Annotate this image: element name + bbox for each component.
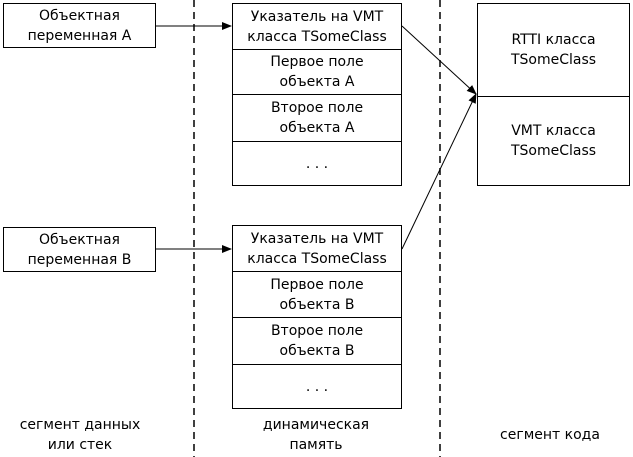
heap-segment-label: динамическая память [262, 417, 370, 453]
object-variable-a-label: Объектная переменная А [27, 7, 132, 44]
object-a-vmt-pointer-label: Указатель на VMT класса TSomeClass [247, 8, 387, 45]
arrow-object-b-to-vmt [401, 93, 477, 250]
object-variable-b-label: Объектная переменная В [27, 231, 132, 268]
object-b-instance: Указатель на VMT класса TSomeClass Перво… [232, 225, 402, 409]
object-a-field-1-label: Первое поле объекта А [270, 54, 364, 90]
code-segment-class-info: RTTI класса TSomeClass VMT класса TSomeC… [477, 3, 630, 186]
rtti-block: RTTI класса TSomeClass [478, 4, 629, 96]
object-b-vmt-pointer: Указатель на VMT класса TSomeClass [233, 226, 401, 271]
object-a-field-2-label: Второе поле объекта А [270, 100, 364, 136]
vmt-block-label: VMT класса TSomeClass [510, 123, 597, 159]
object-a-vmt-pointer: Указатель на VMT класса TSomeClass [233, 4, 401, 49]
vmt-block: VMT класса TSomeClass [478, 96, 629, 185]
object-b-ellipsis-label: . . . [305, 378, 329, 395]
object-b-field-1-label: Первое поле объекта В [270, 276, 364, 313]
object-a-ellipsis-label: . . . [305, 155, 329, 172]
object-b-field-2: Второе поле объекта В [233, 317, 401, 364]
object-b-vmt-pointer-label: Указатель на VMT класса TSomeClass [247, 230, 387, 267]
object-variable-b: Объектная переменная В [3, 227, 156, 272]
object-b-ellipsis: . . . [233, 364, 401, 408]
arrow-object-a-to-vmt [401, 25, 477, 95]
data-segment-label: сегмент данных или стек [19, 417, 141, 453]
object-b-field-2-label: Второе поле объекта В [270, 323, 364, 359]
code-segment-label: сегмент кода [500, 427, 600, 443]
rtti-block-label: RTTI класса TSomeClass [510, 32, 597, 68]
object-a-field-1: Первое поле объекта А [233, 49, 401, 94]
object-a-field-2: Второе поле объекта А [233, 94, 401, 141]
object-a-instance: Указатель на VMT класса TSomeClass Перво… [232, 3, 402, 186]
object-a-ellipsis: . . . [233, 141, 401, 185]
object-variable-a: Объектная переменная А [3, 3, 156, 48]
object-b-field-1: Первое поле объекта В [233, 271, 401, 317]
